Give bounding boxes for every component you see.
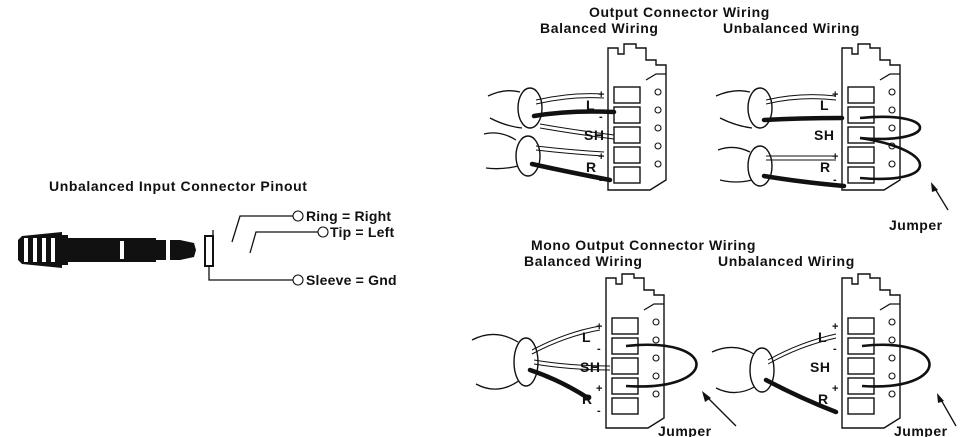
mono-unbalanced-cables-icon — [711, 333, 957, 427]
mono-unbalanced-label: Unbalanced Wiring — [718, 253, 855, 269]
tip-terminal-icon — [317, 226, 329, 238]
output-unbalanced-terminal-labels: + L - SH + R - — [814, 89, 838, 186]
svg-text:+: + — [598, 89, 604, 101]
output-balanced-terminal-labels: + L - SH + R - — [584, 89, 604, 186]
mono-balanced-label: Balanced Wiring — [524, 253, 643, 269]
mono-jumper-left-label: Jumper — [658, 423, 712, 437]
svg-text:L: L — [586, 97, 595, 113]
svg-text:SH: SH — [584, 127, 604, 143]
svg-text:L: L — [818, 329, 827, 345]
tip-label: Tip = Left — [330, 224, 394, 240]
output-balanced-cables-icon — [483, 87, 617, 183]
mono-unbalanced-terminal-labels: + L - SH + R - — [810, 321, 838, 417]
svg-text:R: R — [582, 391, 593, 407]
input-pinout-section: Unbalanced Input Connector Pinout Ring =… — [18, 178, 397, 288]
svg-text:-: - — [833, 174, 837, 186]
svg-text:-: - — [833, 111, 837, 123]
svg-text:R: R — [818, 391, 829, 407]
svg-text:L: L — [820, 97, 829, 113]
mono-balanced-terminal-labels: + L - SH + R - — [580, 321, 602, 417]
mono-unbalanced-connector-icon — [841, 273, 901, 429]
output-balanced-connector-icon — [607, 43, 667, 191]
sleeve-terminal-icon — [292, 274, 304, 286]
ring-label: Ring = Right — [306, 208, 391, 224]
svg-text:SH: SH — [810, 359, 830, 375]
svg-text:+: + — [832, 321, 838, 333]
svg-text:+: + — [832, 89, 838, 101]
output-wiring-title: Output Connector Wiring — [589, 4, 770, 20]
svg-text:+: + — [596, 321, 602, 333]
output-jumper-label: Jumper — [889, 217, 943, 233]
svg-text:R: R — [586, 159, 597, 175]
svg-text:L: L — [582, 329, 591, 345]
svg-text:SH: SH — [814, 127, 834, 143]
sleeve-label: Sleeve = Gnd — [306, 272, 397, 288]
mono-jumper-right-label: Jumper — [894, 423, 948, 437]
svg-text:+: + — [596, 383, 602, 395]
svg-text:SH: SH — [580, 359, 600, 375]
ring-terminal-icon — [292, 210, 304, 222]
trs-plug-icon — [18, 232, 196, 268]
svg-text:-: - — [833, 343, 837, 355]
output-unbalanced-label: Unbalanced Wiring — [723, 20, 860, 36]
output-wiring-section: Output Connector Wiring Balanced Wiring … — [483, 4, 949, 233]
svg-text:R: R — [820, 159, 831, 175]
mono-wiring-title: Mono Output Connector Wiring — [531, 237, 756, 253]
svg-text:-: - — [597, 343, 601, 355]
mono-wiring-section: Mono Output Connector Wiring Balanced Wi… — [471, 237, 957, 437]
output-balanced-label: Balanced Wiring — [540, 20, 659, 36]
svg-text:-: - — [599, 174, 603, 186]
svg-text:+: + — [598, 151, 604, 163]
svg-text:-: - — [597, 405, 601, 417]
output-unbalanced-cables-icon — [715, 87, 949, 211]
mono-balanced-connector-icon — [605, 273, 665, 429]
svg-text:+: + — [832, 383, 838, 395]
jack-contacts-icon — [204, 215, 322, 281]
svg-text:-: - — [833, 405, 837, 417]
svg-text:+: + — [832, 151, 838, 163]
mono-balanced-cables-icon — [471, 325, 737, 427]
output-unbalanced-connector-icon — [841, 43, 901, 191]
input-pinout-title: Unbalanced Input Connector Pinout — [49, 178, 308, 194]
svg-text:-: - — [599, 111, 603, 123]
